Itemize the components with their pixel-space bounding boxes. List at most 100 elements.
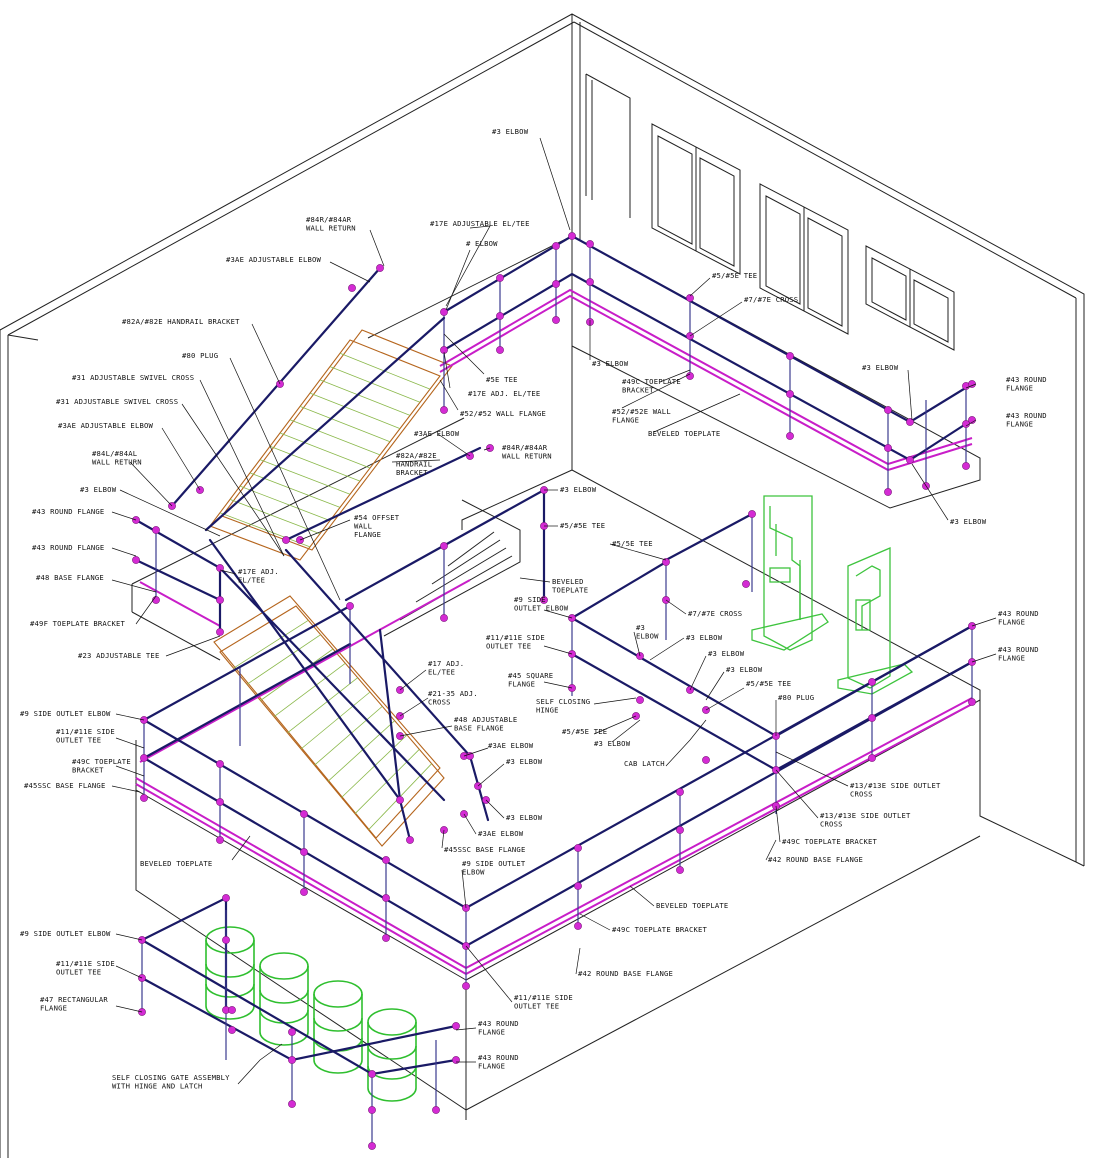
label-line: #17E ADJ. [238,567,279,576]
label-line: OUTLET ELBOW [514,603,569,612]
label-line: #3 ELBOW [506,757,543,766]
label-line: #48 BASE FLANGE [36,573,104,582]
label-l44: #3 ELBOW [686,633,723,642]
label-line: #84L/#84AL [92,449,137,458]
rail-fitting [568,232,576,240]
stair-tread [269,445,361,482]
rail-fitting [282,536,290,544]
label-line: #43 ROUND [998,645,1039,654]
rail-fitting [552,280,560,288]
label-l36: #48 BASE FLANGE [36,573,104,582]
label-line: #43 ROUND [1006,411,1047,420]
rail-fitting [152,526,160,534]
rail-fitting [496,346,504,354]
label-l11: #17E ADJ. EL/TEE [468,389,540,398]
label-l69: #49C TOEPLATE BRACKET [782,837,878,846]
label-l62: #3 ELBOW [594,739,631,748]
label-line: FLANGE [354,530,381,539]
label-line: WALL RETURN [502,451,552,460]
label-line: HANDRAIL [396,459,432,468]
label-l51: #5/#5E TEE [746,679,791,688]
label-line: #5E TEE [486,375,518,384]
label-l53: #21-35 ADJ.CROSS [428,689,478,706]
stair-tread [327,720,395,782]
label-line: WALL RETURN [306,223,356,232]
stair-tread [329,366,421,403]
rail-fitting [300,810,308,818]
rail-fitting [228,1026,236,1034]
label-line: #45SSC BASE FLANGE [444,845,526,854]
label-l04: #3AE ADJUSTABLE ELBOW [226,255,322,264]
label-line: #3 ELBOW [726,665,763,674]
label-line: WALL [354,521,372,530]
band-saw [837,547,914,695]
rail-fitting [786,352,794,360]
label-l12: #3 ELBOW [592,359,629,368]
label-l07: #7/#7E CROSS [744,295,798,304]
rail-fitting [662,558,670,566]
rail-fitting [382,856,390,864]
label-line: #3AE ADJUSTABLE ELBOW [226,255,322,264]
rail-fitting [676,866,684,874]
label-line: FLANGE [1006,419,1033,428]
rail-fitting [496,312,504,320]
label-line: FLANGE [998,617,1025,626]
rail-fitting [868,714,876,722]
label-l74: BEVELED TOEPLATE [656,901,728,910]
label-line: #43 ROUND [998,609,1039,618]
rail-fitting [452,1056,460,1064]
rail-fitting [906,418,914,426]
label-l52: #9 SIDE OUTLET ELBOW [20,709,111,718]
label-line: CROSS [820,819,843,828]
label-l31: #3 ELBOW [950,517,987,526]
rail-fitting [462,982,470,990]
label-line: FLANGE [612,415,639,424]
rail-fitting [216,564,224,572]
label-l32: #5/#5E TEE [560,521,605,530]
label-l64: #45SSC BASE FLANGE [24,781,106,790]
label-l21: BEVELED TOEPLATE [648,429,720,438]
label-l68: #3AE ELBOW [478,829,524,838]
label-line: #11/#11E SIDE [486,633,545,642]
rail-fitting [574,922,582,930]
label-line: ELBOW [636,631,659,640]
rail-fitting [574,844,582,852]
rail-fitting [216,760,224,768]
label-line: #11/#11E SIDE [514,993,573,1002]
rail-fitting [906,456,914,464]
label-line: #5/5E TEE [612,539,653,548]
rail-fitting [348,284,356,292]
label-line: WITH HINGE AND LATCH [112,1081,203,1090]
label-l40: #7/#7E CROSS [688,609,742,618]
label-l76: #49C TOEPLATE BRACKET [612,925,708,934]
rail-fitting [676,788,684,796]
stair-tread [219,512,311,548]
label-l38: #49F TOEPLATE BRACKET [30,619,126,628]
label-l35: #5/5E TEE [612,539,653,548]
rail-fitting [346,602,354,610]
label-line: BRACKET [72,765,104,774]
label-line: SELF CLOSING [536,697,590,706]
rail-fitting [140,794,148,802]
label-line: FLANGE [478,1027,505,1036]
label-line: #9 SIDE OUTLET [462,859,526,868]
label-line: #5/#5E TEE [712,271,757,280]
label-line: #3 [636,623,645,632]
stair-tread [239,485,331,521]
label-l23: #3AE ELBOW [414,429,460,438]
rail-fitting [884,488,892,496]
